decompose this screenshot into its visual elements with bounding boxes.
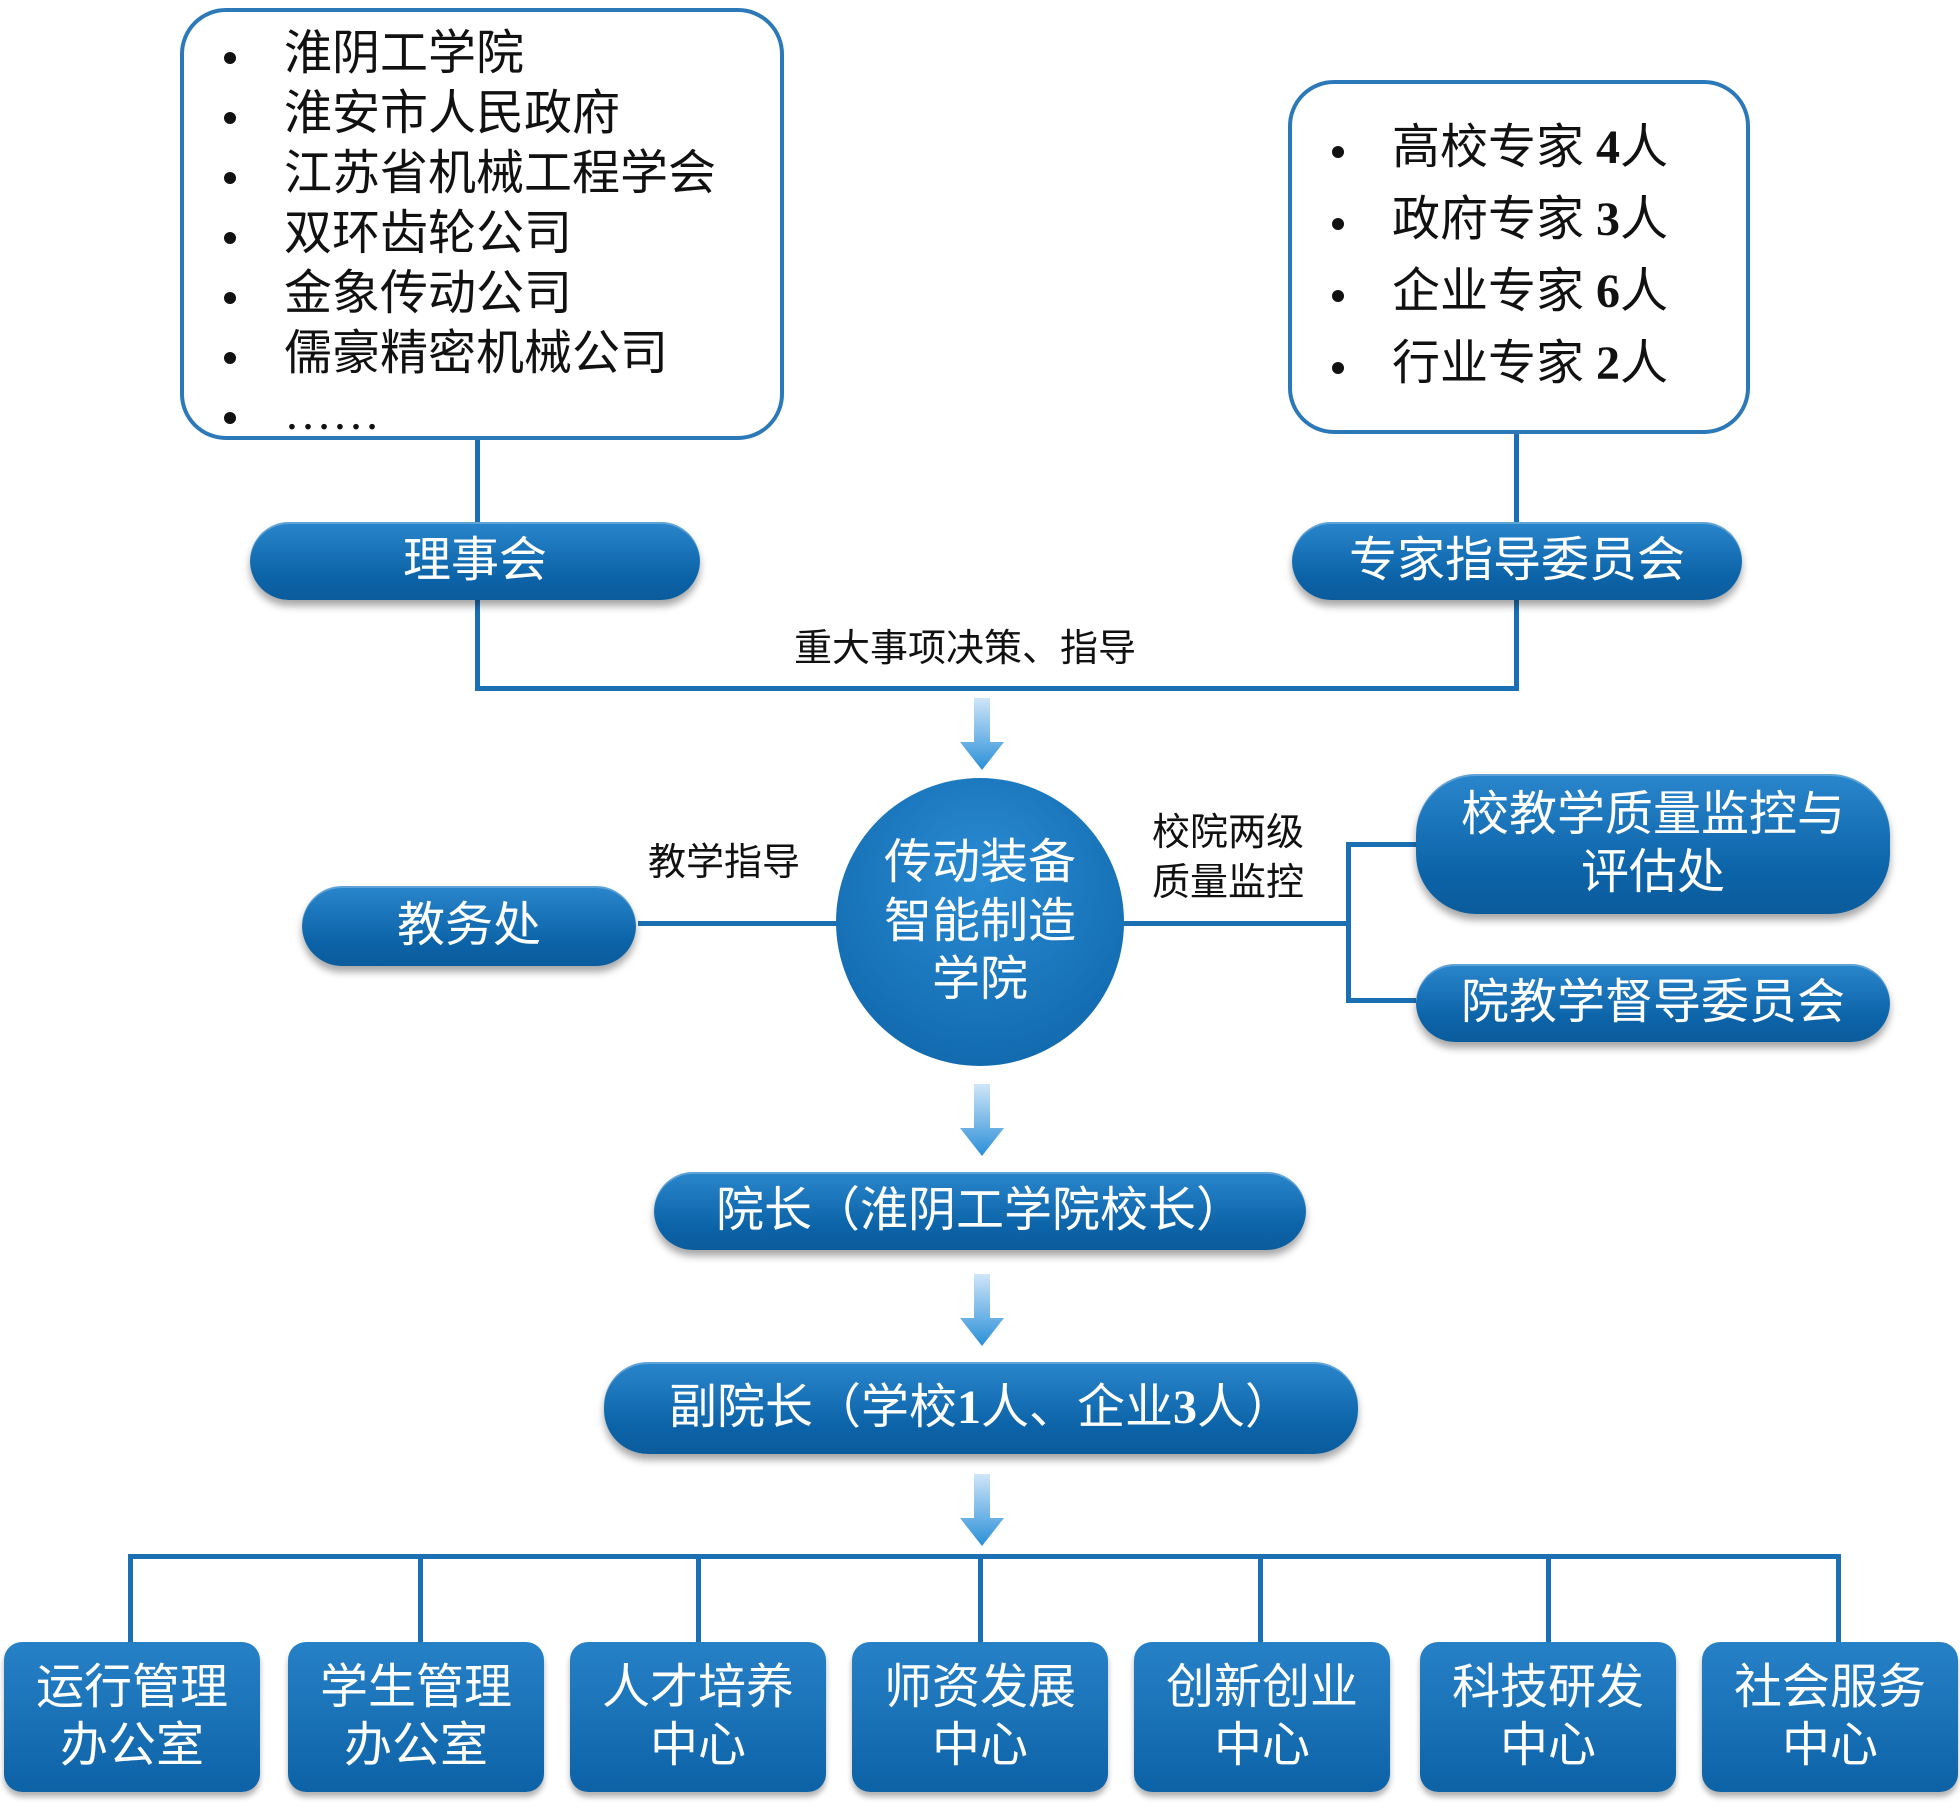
dept-drop-6 [1546,1554,1551,1644]
member-item: 江苏省机械工程学会 [184,144,716,204]
member-item: 金象传动公司 [184,264,716,324]
member-item: 淮阴工学院 [184,24,716,84]
quality-office-node: 校教学质量监控与 评估处 [1416,774,1890,914]
department-node: 人才培养中心 [570,1642,826,1792]
expert-item: 政府专家 3人 [1292,184,1668,256]
quality-lower-branch [1346,998,1416,1003]
department-node: 学生管理办公室 [288,1642,544,1792]
dept-drop-7 [1836,1554,1841,1644]
academic-affairs-node: 教务处 [302,886,636,966]
vice-dean-prefix: 副院长（学校 [668,1381,957,1435]
departments-bus [128,1554,1840,1559]
department-line-2: 中心 [1213,1719,1310,1772]
quality-office-line-2: 评估处 [1580,846,1725,899]
members-list: 淮阴工学院 淮安市人民政府 江苏省机械工程学会 双环齿轮公司 金象传动公司 儒豪… [184,24,716,444]
member-item: 双环齿轮公司 [184,204,716,264]
college-line-2: 智能制造 [883,894,1076,948]
experts-connector [1514,432,1519,536]
department-line-2: 中心 [649,1719,746,1772]
experts-list: 高校专家 4人 政府专家 3人 企业专家 6人 行业专家 2人 [1292,112,1668,400]
dept-drop-4 [978,1554,983,1644]
quality-main-connector [1118,921,1348,926]
college-node: 传动装备 智能制造 学院 [836,778,1124,1066]
supervision-committee-node: 院教学督导委员会 [1416,964,1890,1042]
dept-drop-5 [1258,1554,1263,1644]
dept-drop-1 [128,1554,133,1644]
academic-affairs-connector [638,921,840,926]
quality-upper-branch [1346,842,1416,847]
dean-node: 院长（淮阴工学院校长） [654,1172,1306,1250]
member-item: …… [184,384,716,444]
quality-vertical-connector [1346,842,1351,1003]
expert-committee-node: 专家指导委员会 [1292,522,1742,600]
quality-label-line-1: 校院两级 [1152,812,1305,854]
department-node: 创新创业中心 [1134,1642,1390,1792]
vice-dean-suffix: 人） [1197,1381,1294,1435]
department-line-1: 社会服务 [1733,1661,1926,1715]
department-node: 科技研发中心 [1420,1642,1676,1792]
down-arrow-icon [960,1474,1004,1546]
decision-label: 重大事项决策、指导 [794,628,1137,670]
department-line-2: 办公室 [59,1719,204,1772]
department-node: 师资发展中心 [852,1642,1108,1792]
down-arrow-icon [960,1274,1004,1346]
members-box: 淮阴工学院 淮安市人民政府 江苏省机械工程学会 双环齿轮公司 金象传动公司 儒豪… [180,8,784,440]
member-item: 淮安市人民政府 [184,84,716,144]
council-node: 理事会 [250,522,700,600]
department-line-1: 科技研发 [1451,1661,1644,1715]
vice-dean-school-count: 1 [956,1381,981,1435]
vice-dean-enterprise-count: 3 [1173,1381,1197,1435]
dept-drop-2 [418,1554,423,1644]
experts-box: 高校专家 4人 政府专家 3人 企业专家 6人 行业专家 2人 [1288,80,1750,434]
vice-dean-mid: 人、企业 [980,1381,1173,1435]
council-down-connector [475,600,480,690]
department-node: 社会服务中心 [1702,1642,1958,1792]
department-line-1: 创新创业 [1165,1661,1358,1715]
department-line-2: 中心 [1499,1719,1596,1772]
expert-item: 高校专家 4人 [1292,112,1668,184]
department-line-2: 中心 [1781,1719,1878,1772]
department-line-1: 师资发展 [883,1661,1076,1715]
dept-drop-3 [696,1554,701,1644]
down-arrow-icon [960,698,1004,770]
members-connector [475,438,480,534]
committee-down-connector [1514,600,1519,690]
department-line-1: 学生管理 [319,1661,512,1715]
department-node: 运行管理办公室 [4,1642,260,1792]
quality-office-line-1: 校教学质量监控与 [1460,788,1845,842]
expert-item: 企业专家 6人 [1292,256,1668,328]
teaching-guidance-label: 教学指导 [648,842,801,884]
down-arrow-icon [960,1084,1004,1156]
quality-monitor-label: 校院两级 质量监控 [1152,808,1304,908]
department-line-1: 运行管理 [35,1661,228,1715]
college-line-3: 学院 [931,953,1028,1007]
department-line-2: 中心 [931,1719,1028,1772]
department-line-2: 办公室 [343,1719,488,1772]
member-item: 儒豪精密机械公司 [184,324,716,384]
decision-horizontal-connector [475,686,1519,691]
quality-label-line-2: 质量监控 [1152,862,1305,904]
department-line-1: 人才培养 [601,1661,794,1715]
expert-item: 行业专家 2人 [1292,328,1668,400]
college-line-1: 传动装备 [883,836,1076,890]
